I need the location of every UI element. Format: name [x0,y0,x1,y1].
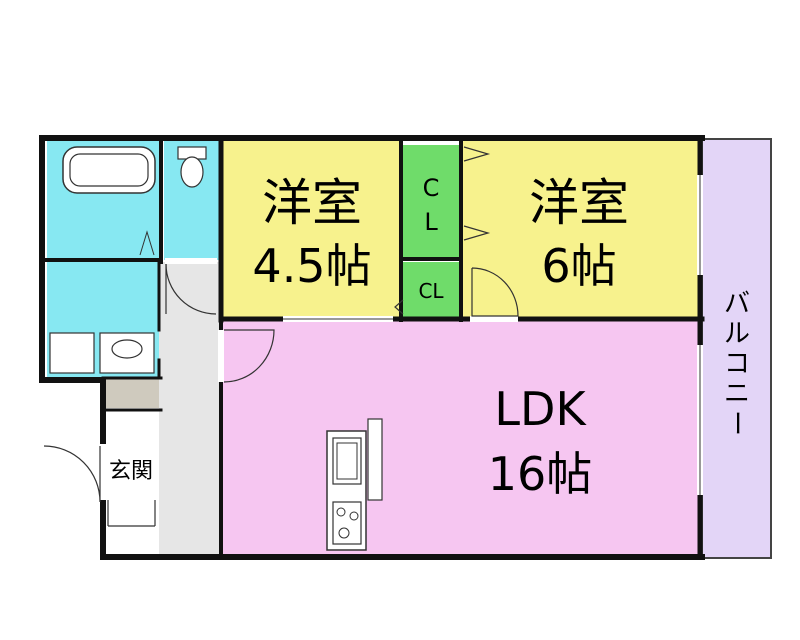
door-swings [43,146,519,527]
balcony-char: ニ [724,379,750,409]
balcony-char: コ [724,349,750,379]
storage-shelf [103,378,159,408]
bath-door-mark [139,230,155,256]
burner-2-icon [349,511,359,521]
stove-icon [332,501,362,545]
openings [100,175,703,500]
washbasin-icon [99,332,155,374]
closet-upper-label-c: C [423,174,440,202]
toilet-bowl-icon [180,156,204,188]
western-room-2 [462,141,698,317]
corridor [159,262,219,554]
balcony-char: バ [724,289,750,319]
burner-1-icon [336,507,346,517]
western-room-2-size: 6帖 [541,239,616,293]
bathtub-inner [69,153,149,187]
closet-upper-label-l: L [424,208,438,236]
kitchen-partition [367,418,383,501]
ldk-name: LDK [494,382,587,436]
closet-upper [403,145,459,257]
ldk-size: 16帖 [488,447,593,501]
entrance-floor [103,410,159,554]
balcony-area [701,138,772,559]
western-room-2-name: 洋室 [529,174,629,232]
balcony-label: バ ル コ ニ ー [721,289,751,436]
western-room-1 [223,141,401,317]
burner-3-icon [338,527,350,539]
balcony-char: ル [724,319,750,349]
western-room-1-size: 4.5帖 [252,239,371,293]
washbasin-bowl [111,339,143,359]
western-room-1-name: 洋室 [262,174,362,232]
kitchen-sink-icon [332,437,362,485]
kitchen-sink-inner [336,442,358,480]
closet-lower-label: CL [418,279,444,303]
ldk-room [223,320,698,556]
entrance-label: 玄関 [109,459,153,484]
closet-lower [403,262,459,317]
washing-machine-icon [49,332,95,374]
balcony-char: ー [721,410,751,436]
bathtub-icon [62,146,156,194]
